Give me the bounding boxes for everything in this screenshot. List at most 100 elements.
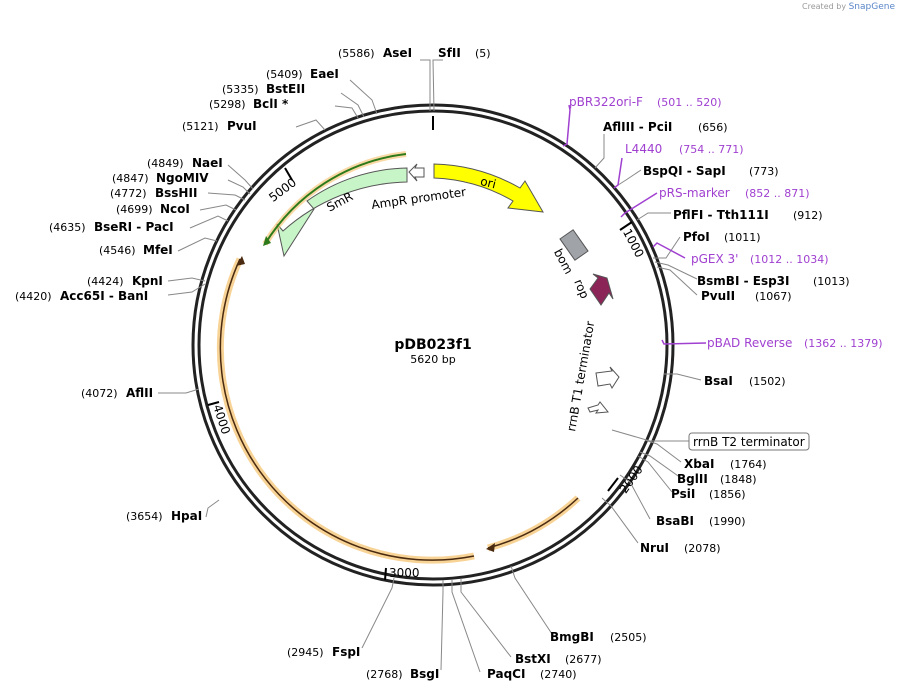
enzyme-pfoi[interactable]: PfoI (1011)	[683, 230, 761, 244]
svg-text:PvuII: PvuII	[701, 289, 735, 303]
svg-text:NgoMIV: NgoMIV	[156, 171, 209, 185]
svg-text:(2677): (2677)	[565, 653, 602, 666]
svg-text:(912): (912)	[793, 209, 823, 222]
ampr-promoter-label: AmpR promoter	[370, 185, 466, 212]
primer-pbr322ori-f[interactable]: pBR322ori-F (501 .. 520)	[569, 95, 722, 109]
svg-text:(5121): (5121)	[182, 120, 219, 133]
enzyme-bglii[interactable]: BglII (1848)	[677, 472, 757, 486]
svg-text:NcoI: NcoI	[160, 202, 190, 216]
svg-text:BsaI: BsaI	[704, 374, 733, 388]
svg-text:pRS-marker: pRS-marker	[659, 186, 730, 200]
backbone-inner	[197, 109, 669, 581]
snapgene-credit: Created by SnapGene	[802, 2, 895, 12]
svg-text:(4424): (4424)	[87, 275, 124, 288]
bom-feature[interactable]: bom	[551, 229, 589, 277]
rrnb-t1-feature[interactable]: rrnB T1 terminator	[564, 320, 620, 433]
svg-text:5000: 5000	[266, 175, 299, 205]
svg-text:BsaBI: BsaBI	[656, 514, 694, 528]
svg-text:EaeI: EaeI	[310, 67, 339, 81]
svg-text:2000: 2000	[617, 463, 646, 496]
snapgene-logo: SnapGene	[848, 2, 895, 12]
enzyme-bsgi[interactable]: (2768) BsgI	[366, 667, 439, 681]
svg-text:AflIII - PciI: AflIII - PciI	[603, 120, 672, 134]
orf-arc-green[interactable]	[262, 151, 407, 246]
svg-text:(5298): (5298)	[209, 98, 246, 111]
enzyme-bsabi[interactable]: BsaBI (1990)	[656, 514, 746, 528]
svg-text:(1013): (1013)	[813, 275, 850, 288]
svg-text:BspQI - SapI: BspQI - SapI	[643, 164, 726, 178]
svg-text:KpnI: KpnI	[132, 274, 163, 288]
enzyme-bsmbi-esp3i[interactable]: BsmBI - Esp3I (1013)	[697, 274, 850, 288]
enzyme-bcli[interactable]: (5298) BclI *	[209, 97, 289, 111]
plasmid-length: 5620 bp	[410, 353, 455, 366]
svg-text:(1012 .. 1034): (1012 .. 1034)	[750, 253, 829, 266]
svg-text:NaeI: NaeI	[192, 156, 223, 170]
enzyme-psii[interactable]: PsiI (1856)	[671, 487, 746, 501]
enzyme-bmgbi[interactable]: BmgBI (2505)	[550, 630, 647, 644]
enzyme-pvuii[interactable]: PvuII (1067)	[701, 289, 792, 303]
svg-text:(1011): (1011)	[724, 231, 761, 244]
enzyme-paqci[interactable]: PaqCI (2740)	[487, 667, 577, 681]
rop-feature[interactable]: rop	[571, 273, 614, 306]
enzyme-bsteii[interactable]: (5335) BstEII	[222, 82, 305, 96]
rrnb-t2-feature[interactable]	[587, 401, 609, 414]
enzyme-bsshii[interactable]: (4772) BssHII	[110, 186, 197, 200]
svg-text:(754 .. 771): (754 .. 771)	[679, 143, 744, 156]
svg-text:BseRI - PacI: BseRI - PacI	[94, 220, 174, 234]
enzyme-fspi[interactable]: (2945) FspI	[287, 645, 360, 659]
svg-text:3000: 3000	[389, 566, 420, 580]
enzyme-ncoi[interactable]: (4699) NcoI	[116, 202, 190, 216]
svg-text:pBR322ori-F: pBR322ori-F	[569, 95, 643, 109]
svg-text:BmgBI: BmgBI	[550, 630, 594, 644]
enzyme-eaei[interactable]: (5409) EaeI	[266, 67, 339, 81]
smr-feature[interactable]: SmR	[276, 167, 408, 258]
enzyme-aflii[interactable]: (4072) AflII	[81, 386, 153, 400]
svg-text:(773): (773)	[749, 165, 779, 178]
primer-prs-marker[interactable]: pRS-marker (852 .. 871)	[659, 186, 810, 200]
svg-text:Acc65I - BanI: Acc65I - BanI	[60, 289, 148, 303]
credit-prefix: Created by	[802, 2, 847, 11]
svg-text:BssHII: BssHII	[155, 186, 197, 200]
enzyme-bsai[interactable]: BsaI (1502)	[704, 374, 786, 388]
enzyme-pflfi-tth111i[interactable]: PflFI - Tth111I (912)	[673, 208, 823, 222]
primer-pbad-reverse[interactable]: pBAD Reverse (1362 .. 1379)	[707, 336, 883, 350]
svg-text:(1856): (1856)	[709, 488, 746, 501]
svg-text:L4440: L4440	[625, 142, 662, 156]
enzyme-mfei[interactable]: (4546) MfeI	[99, 243, 173, 257]
svg-text:(4699): (4699)	[116, 203, 153, 216]
svg-text:(1848): (1848)	[720, 473, 757, 486]
enzyme-bstxi[interactable]: BstXI (2677)	[515, 652, 602, 666]
enzyme-ngomiv[interactable]: (4847) NgoMIV	[112, 171, 209, 185]
orf-arc-left[interactable]	[216, 256, 475, 564]
enzyme-hpai[interactable]: (3654) HpaI	[126, 509, 202, 523]
enzyme-bseri-paci[interactable]: (4635) BseRI - PacI	[49, 220, 174, 234]
svg-text:NruI: NruI	[640, 541, 669, 555]
enzyme-nrui[interactable]: NruI (2078)	[640, 541, 721, 555]
svg-text:(852 .. 871): (852 .. 871)	[745, 187, 810, 200]
enzyme-acc65i-bani[interactable]: (4420) Acc65I - BanI	[15, 289, 148, 303]
svg-text:BstXI: BstXI	[515, 652, 551, 666]
ori-feature[interactable]: ori	[433, 163, 544, 213]
orf-arc-bottom[interactable]	[486, 495, 581, 552]
primer-l4440[interactable]: L4440 (754 .. 771)	[625, 142, 744, 156]
rrnb-t2-label-box[interactable]: rrnB T2 terminator	[688, 432, 810, 451]
svg-text:(4847): (4847)	[112, 172, 149, 185]
svg-text:AseI: AseI	[383, 46, 412, 60]
svg-text:(4420): (4420)	[15, 290, 52, 303]
rrnb-t2-label: rrnB T2 terminator	[693, 435, 805, 449]
enzyme-kpni[interactable]: (4424) KpnI	[87, 274, 163, 288]
enzyme-afliii-pcii[interactable]: AflIII - PciI (656)	[603, 120, 728, 134]
enzyme-pvui[interactable]: (5121) PvuI	[182, 119, 257, 133]
enzyme-asei[interactable]: (5586) AseI	[338, 46, 412, 60]
enzyme-sfii[interactable]: SfII (5)	[438, 46, 491, 60]
svg-text:(2740): (2740)	[540, 668, 577, 681]
enzyme-xbai[interactable]: XbaI (1764)	[684, 457, 767, 471]
rrnb-t1-label: rrnB T1 terminator	[564, 320, 597, 432]
primer-pgex-3[interactable]: pGEX 3' (1012 .. 1034)	[691, 252, 829, 266]
enzyme-naei[interactable]: (4849) NaeI	[147, 156, 223, 170]
svg-text:(1067): (1067)	[755, 290, 792, 303]
svg-text:BsmBI - Esp3I: BsmBI - Esp3I	[697, 274, 789, 288]
backbone-outer	[191, 103, 675, 587]
enzyme-bspqi-sapi[interactable]: BspQI - SapI (773)	[643, 164, 779, 178]
